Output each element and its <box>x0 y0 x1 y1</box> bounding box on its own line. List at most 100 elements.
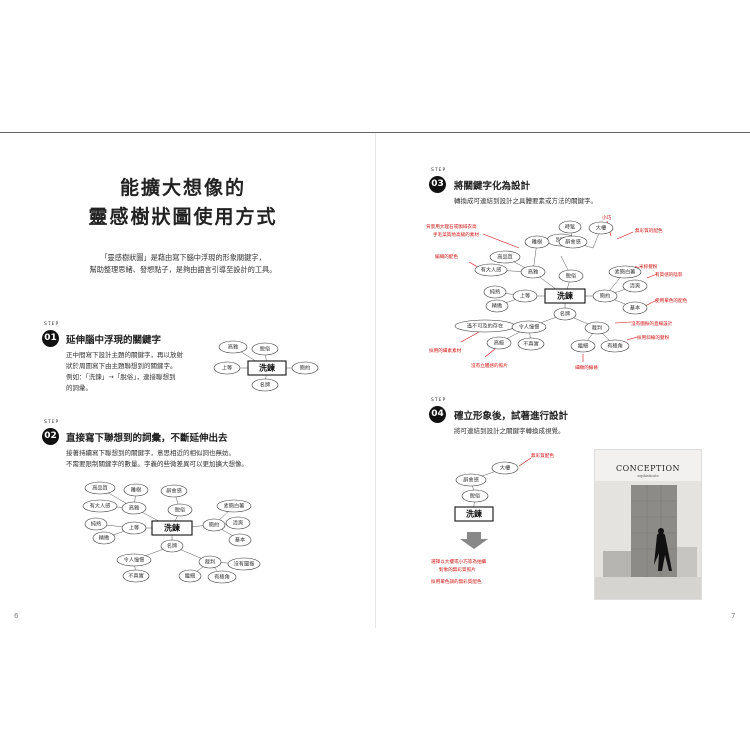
annotation: 採用的細素素材 <box>429 347 462 354</box>
step-badge-04: 04 <box>429 406 446 423</box>
step1-line: 正中間寫下設計主題的關鍵字，再以放射 <box>66 350 183 361</box>
map3-center-label: 洗鍊 <box>557 291 574 301</box>
annotation: 有質感的陰影 <box>655 271 683 278</box>
map3-node-label: 名牌 <box>560 310 570 318</box>
book-title: CONCEPTION <box>595 464 701 473</box>
map4-node-label: 脫俗 <box>470 492 481 500</box>
map3-node-label: 高品質 <box>497 253 513 261</box>
map3-node-label: 清爽 <box>630 282 640 290</box>
mind-map-2: 高品質 雕樹 辭會感有大人感 高雅 脫俗 素簡白著清爽 簡約 純熟上等精緻 基本名牌令人憧憬不真… <box>72 478 282 586</box>
step-label: STEP <box>431 398 446 403</box>
step1-heading: 延伸腦中浮現的關鍵字 <box>66 332 161 346</box>
annotation: 沒有立體感的照片 <box>471 362 508 369</box>
down-arrow-icon <box>460 532 488 549</box>
map3-node-label: 素簡白著 <box>615 268 636 276</box>
annotation: 無彩質的配色 <box>635 227 663 234</box>
step-label: STEP <box>44 322 59 327</box>
map2-node-label: 素簡白著 <box>224 502 245 510</box>
map3-node-label: 純熟 <box>490 288 501 296</box>
annotation: 選擇以大樓或小巧等為拍攝 <box>431 558 487 565</box>
annotation: 米棕髮粉 <box>639 263 658 270</box>
map2-node-label: 脫俗 <box>175 506 186 514</box>
mind-map-1: 高雅 脫俗 上等 簡約 名牌 洗鍊 <box>205 335 330 393</box>
map3-node-label: 令人憧憬 <box>519 323 540 331</box>
annotation: 使用單色的配色 <box>655 297 688 304</box>
building-photo <box>595 481 701 599</box>
annotation: 採用斜線的髮粉 <box>637 334 670 341</box>
map2-node-label: 沒有圖振 <box>234 560 255 568</box>
map2-node-label: 高雅 <box>129 504 139 512</box>
map2-node-label: 不真實 <box>128 572 144 580</box>
page-number-right: 7 <box>731 612 735 620</box>
intro-line-1: 「靈感樹狀圖」是藉由寫下腦中浮現的形象關鍵字， <box>53 252 313 264</box>
map3-node-label: 簡約 <box>600 292 610 300</box>
annotation: 小巧 <box>602 214 612 221</box>
gutter-line <box>375 133 376 628</box>
map1-node-label: 高雅 <box>228 343 238 351</box>
step-label: STEP <box>44 420 59 425</box>
map2-node-label: 名牌 <box>167 542 177 550</box>
map3-node-label: 基本 <box>630 304 640 312</box>
map2-node-label: 辭會感 <box>166 487 182 495</box>
map3-node-label: 辭會感 <box>565 238 581 246</box>
step1-line: 例如：「洗鍊」→「脫俗」，連接聯想到 <box>66 372 183 383</box>
mind-map-3: 別緻時髦高品質雕樹辭會感大樓有大人感高雅脫俗素簡白著清爽純熟上等簡約精緻基本名牌… <box>425 212 725 382</box>
map1-node-label: 名牌 <box>260 381 270 389</box>
map1-node-label: 簡約 <box>300 364 310 372</box>
step1-body: 正中間寫下設計主題的關鍵字，再以放射 狀於周圍寫下由主題聯想到的關鍵字。 例如：… <box>66 350 183 394</box>
step4-heading: 確立形象後，試著進行設計 <box>454 408 568 422</box>
map2-node-label: 基本 <box>235 536 245 544</box>
mind-map-4: 大樓 辭會感 脫俗 洗鍊 無彩質配色 選擇以大樓或小巧等為拍攝 對象的無彩質照片… <box>425 448 585 596</box>
map2-node-label: 繼細 <box>185 572 195 580</box>
step-label: STEP <box>431 168 446 173</box>
map2-node-label: 純熟 <box>91 520 102 528</box>
map3-node-label: 繼細 <box>578 342 588 350</box>
map4-center-label: 洗鍊 <box>466 509 483 519</box>
map3-node-label: 不真實 <box>523 340 539 348</box>
annotation: 手毛菜質地高級的素材 <box>433 231 479 238</box>
step-badge-03: 03 <box>429 176 446 193</box>
annotation: 對象的無彩質照片 <box>439 566 476 573</box>
map2-node-label: 雕樹 <box>131 486 141 494</box>
map1-node-label: 脫俗 <box>260 345 271 353</box>
annotation: 編織的配色 <box>435 253 458 260</box>
map2-node-label: 令人憧憬 <box>124 556 145 564</box>
annotation: 細緻的線條 <box>575 364 598 371</box>
step-badge-01: 01 <box>42 330 59 347</box>
page-number-left: 6 <box>14 612 18 620</box>
map3-node-label: 大樓 <box>596 224 606 232</box>
map3-node-label: 裁判 <box>592 324 602 332</box>
map3-node-label: 時髦 <box>565 223 575 231</box>
map3-node-label: 高級 <box>494 339 504 347</box>
map1-node-label: 上等 <box>222 364 232 372</box>
map3-node-label: 高雅 <box>528 268 538 276</box>
intro-line-2: 幫助整理思緒、發想點子，是夠由語言引導至設計的工具。 <box>53 264 313 276</box>
map2-node-label: 裁判 <box>205 558 215 566</box>
map3-node-label: 精緻 <box>492 302 503 310</box>
map2-node-label: 有稜角 <box>214 573 230 581</box>
map4-node-label: 大樓 <box>500 464 510 472</box>
step4-subtext: 將可連結到設計之關鍵字轉換成視覺。 <box>454 426 565 437</box>
step3-heading: 將關鍵字化為設計 <box>454 178 530 192</box>
map3-node-label: 脫俗 <box>566 272 577 280</box>
map2-node-label: 簡約 <box>209 521 219 529</box>
intro-text: 「靈感樹狀圖」是藉由寫下腦中浮現的形象關鍵字， 幫助整理思緒、發想點子，是夠由語… <box>53 252 313 276</box>
step2-line: 不需要限制關鍵字的數量。字義的些微差異可以更加擴大想像。 <box>66 459 248 470</box>
page-title: 能擴大想像的 靈感樹狀圖使用方式 <box>53 174 313 232</box>
map3-node-label: 上等 <box>520 292 530 300</box>
map3-node-label: 有稜角 <box>607 342 623 350</box>
step2-body: 接著持續寫下聯想到的關鍵字，意思相近的相似詞也無妨。 不需要限制關鍵字的數量。字… <box>66 448 248 470</box>
map2-node-label: 精緻 <box>99 534 110 542</box>
map3-node-label: 雕樹 <box>532 238 542 246</box>
step3-subtext: 轉換成可連結到設計之具體要素或方法的關鍵字。 <box>454 196 597 207</box>
annotation: 沒有圖振的直線設計 <box>631 320 673 327</box>
map2-node-label: 上等 <box>129 524 139 532</box>
title-line-1: 能擴大想像的 <box>53 174 313 203</box>
step-badge-02: 02 <box>42 428 59 445</box>
map4-node-label: 辭會感 <box>463 476 479 484</box>
map2-node-label: 高品質 <box>92 484 108 492</box>
title-line-2: 靈感樹狀圖使用方式 <box>53 203 313 232</box>
map2-node-label: 清爽 <box>233 519 243 527</box>
map2-node-label: 有大人感 <box>90 502 111 510</box>
step1-line: 的詞彙。 <box>66 383 183 394</box>
